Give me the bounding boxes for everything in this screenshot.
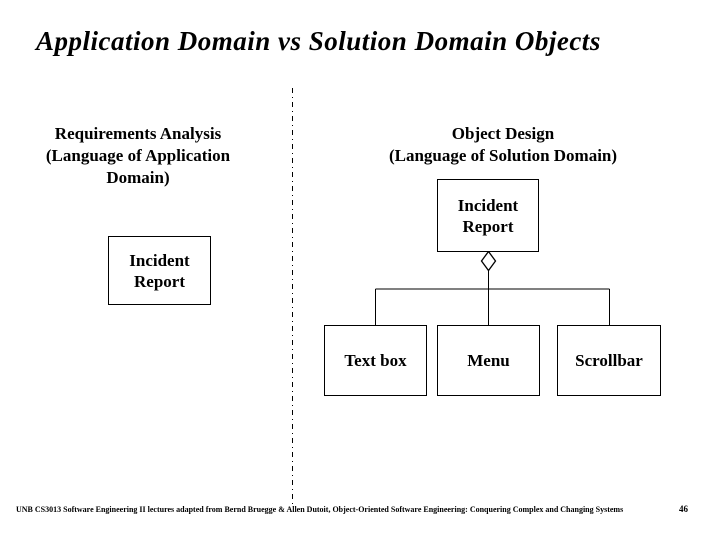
heading-line: Domain) <box>106 168 170 187</box>
heading-line: Object Design <box>451 124 555 143</box>
slide-page-number: 46 <box>679 504 688 514</box>
heading-line: Requirements Analysis <box>54 124 222 143</box>
box-label-line: Menu <box>467 351 510 370</box>
text-box-box: Text box <box>324 325 427 396</box>
incident-report-box-solution: Incident Report <box>437 179 539 252</box>
incident-report-box-application: Incident Report <box>108 236 211 305</box>
footer-credit-text: UNB CS3013 Software Engineering II lectu… <box>16 505 624 514</box>
scrollbar-box: Scrollbar <box>557 325 661 396</box>
aggregation-diamond-icon <box>480 250 497 272</box>
menu-box: Menu <box>437 325 540 396</box>
box-label-line: Text box <box>344 351 407 370</box>
heading-object-design: Object Design (Language of Solution Doma… <box>368 123 638 167</box>
heading-requirements-analysis: Requirements Analysis (Language of Appli… <box>27 123 249 189</box>
box-label-line: Report <box>462 216 514 236</box>
box-label-line: Incident <box>129 250 190 270</box>
box-label-line: Report <box>134 271 185 291</box>
heading-line: (Language of Solution Domain) <box>388 146 618 165</box>
heading-line: (Language of Application <box>45 146 231 165</box>
box-label-line: Incident <box>457 195 519 215</box>
box-label-line: Scrollbar <box>575 351 643 370</box>
page-title: Application Domain vs Solution Domain Ob… <box>36 26 601 56</box>
